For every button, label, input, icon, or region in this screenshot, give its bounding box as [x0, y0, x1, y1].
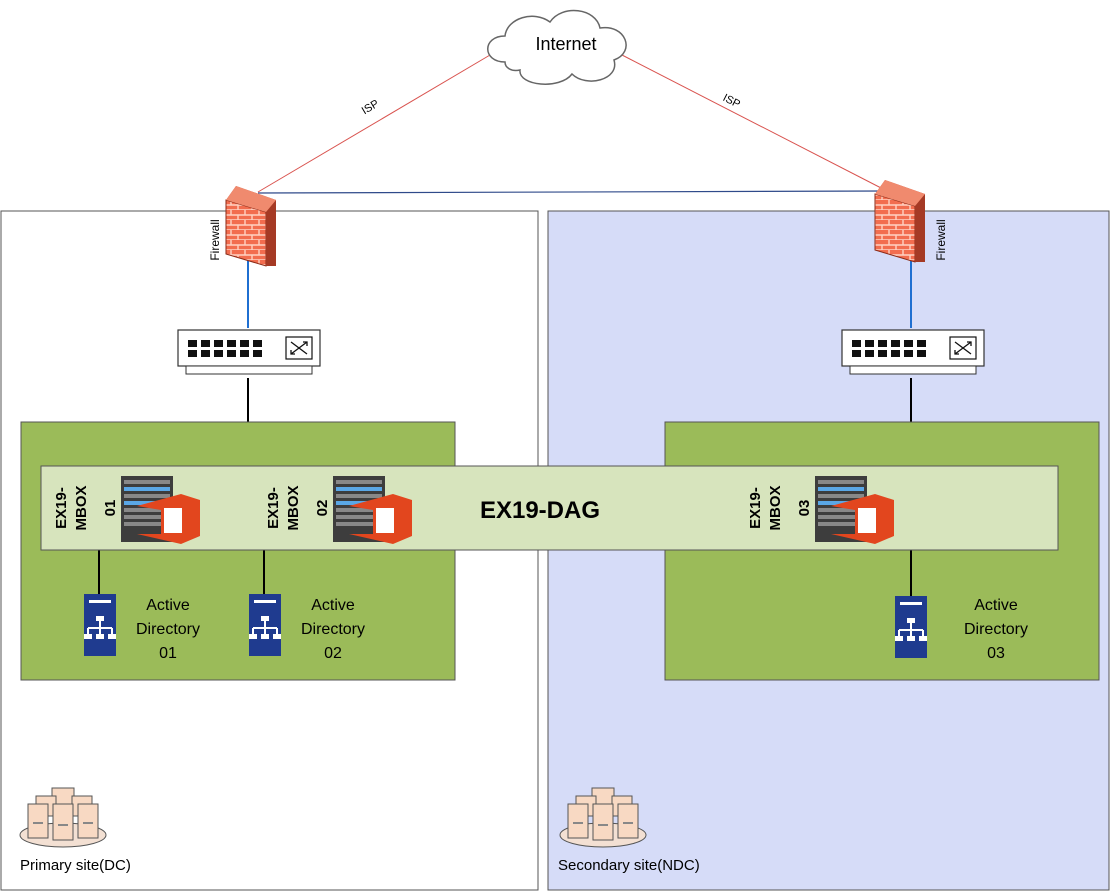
active-directory-02: Active Directory 02 — [249, 594, 365, 662]
switch-right — [841, 329, 985, 375]
isp-label-left: ISP — [360, 98, 381, 117]
ad01-label-line2: Directory — [136, 621, 200, 638]
active-directory-01: Active Directory 01 — [84, 594, 200, 662]
isp-label-right: ISP — [721, 92, 742, 111]
ad02-label-line2: Directory — [301, 621, 365, 638]
exchange-server-icon — [815, 476, 894, 544]
switch-left — [177, 329, 321, 375]
mbox02-label-line2: MBOX — [285, 486, 302, 531]
internet-cloud: Internet — [487, 9, 627, 85]
mbox03-label-line2: MBOX — [767, 486, 784, 531]
firewall-right-label: Firewall — [934, 219, 948, 260]
ad02-label-line1: Active — [311, 597, 355, 614]
firewall-interconnect-link — [257, 190, 886, 194]
mailbox-server-02: EX19- MBOX 02 — [265, 476, 412, 544]
mbox03-label-line1: EX19- — [747, 487, 764, 529]
ad-server-icon — [895, 596, 927, 658]
ad03-label-line1: Active — [974, 597, 1018, 614]
mbox01-label-line3: 01 — [102, 500, 119, 517]
mbox02-label-line1: EX19- — [265, 487, 282, 529]
ad-server-icon — [84, 594, 116, 656]
mailbox-server-03: EX19- MBOX 03 — [747, 476, 894, 544]
mailbox-server-01: EX19- MBOX 01 — [53, 476, 200, 544]
datacenter-icon-secondary — [559, 787, 647, 848]
active-directory-03: Active Directory 03 — [895, 596, 1028, 662]
ad03-label-line2: Directory — [964, 621, 1028, 638]
internet-label: Internet — [535, 34, 596, 54]
secondary-site-label: Secondary site(NDC) — [558, 857, 700, 874]
mbox03-label-line3: 03 — [796, 500, 813, 517]
primary-site-label: Primary site(DC) — [20, 857, 131, 874]
ad02-label-line3: 02 — [324, 645, 342, 662]
dag-label: EX19-DAG — [480, 497, 600, 524]
firewall-left-label: Firewall — [208, 219, 222, 260]
mbox02-label-line3: 02 — [314, 500, 331, 517]
firewall-right — [874, 180, 925, 263]
isp-link-right — [621, 54, 886, 191]
exchange-server-icon — [333, 476, 412, 544]
firewall-left — [225, 186, 276, 267]
ad01-label-line3: 01 — [159, 645, 177, 662]
ad03-label-line3: 03 — [987, 645, 1005, 662]
secondary-server-group — [664, 421, 1100, 681]
ad01-label-line1: Active — [146, 597, 190, 614]
datacenter-icon-primary — [19, 787, 107, 848]
isp-link-left — [257, 54, 491, 193]
ad-server-icon — [249, 594, 281, 656]
mbox01-label-line1: EX19- — [53, 487, 70, 529]
mbox01-label-line2: MBOX — [73, 486, 90, 531]
exchange-server-icon — [121, 476, 200, 544]
